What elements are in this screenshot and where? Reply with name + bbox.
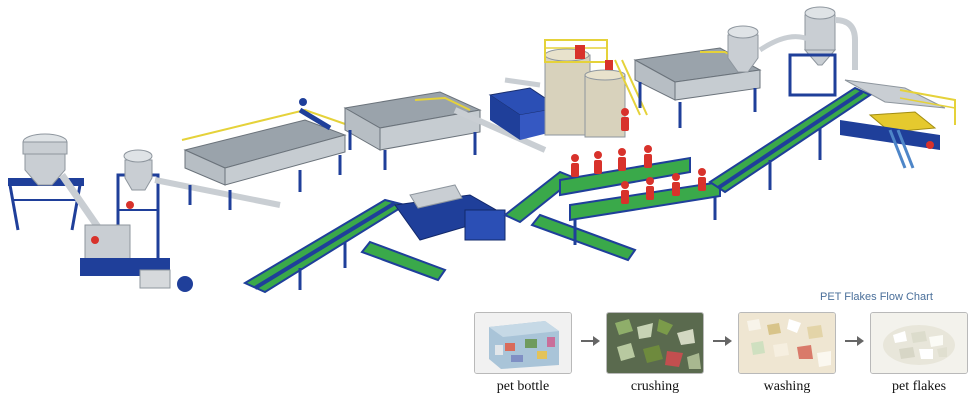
pet-flakes-photo	[870, 312, 968, 374]
worker	[698, 168, 706, 191]
arrow-right-icon	[581, 336, 600, 346]
pet-washing-line-illustration	[8, 6, 956, 294]
crushing-photo	[606, 312, 704, 374]
storage-silos-right	[727, 6, 858, 97]
worker	[621, 108, 629, 131]
arrow-right-icon	[713, 336, 732, 346]
worker	[594, 151, 602, 174]
washed-flakes-image	[739, 313, 835, 373]
clean-flakes-image	[871, 313, 967, 373]
feed-silo-left	[8, 133, 103, 232]
workers	[571, 108, 706, 204]
step-label-pet-flakes: pet flakes	[891, 379, 947, 394]
hot-washing-tanks	[544, 39, 648, 138]
transfer-conveyor-lower	[360, 240, 447, 282]
bale-image	[475, 313, 571, 373]
crushed-plastic-image	[607, 313, 703, 373]
infeed-conveyor	[242, 198, 408, 294]
incline-conveyor-right	[708, 86, 873, 194]
step-label-crushing: crushing	[630, 379, 680, 394]
step-label-washing: washing	[763, 379, 811, 394]
sorting-conveyor	[503, 156, 721, 262]
arrow-right-icon	[845, 336, 864, 346]
step-label-pet-bottle: pet bottle	[496, 379, 550, 394]
sorting-platform	[394, 184, 507, 241]
feed-silo-second	[80, 149, 281, 292]
worker	[618, 148, 626, 171]
packing-station	[840, 79, 956, 169]
worker	[646, 177, 654, 200]
flow-chart-title: PET Flakes Flow Chart	[820, 291, 933, 303]
worker	[621, 181, 629, 204]
washing-tank-1	[181, 107, 349, 210]
washing-photo	[738, 312, 836, 374]
worker	[571, 154, 579, 177]
worker	[672, 173, 680, 196]
washing-tank-2	[299, 91, 547, 170]
pet-bottle-photo	[474, 312, 572, 374]
worker	[644, 145, 652, 168]
